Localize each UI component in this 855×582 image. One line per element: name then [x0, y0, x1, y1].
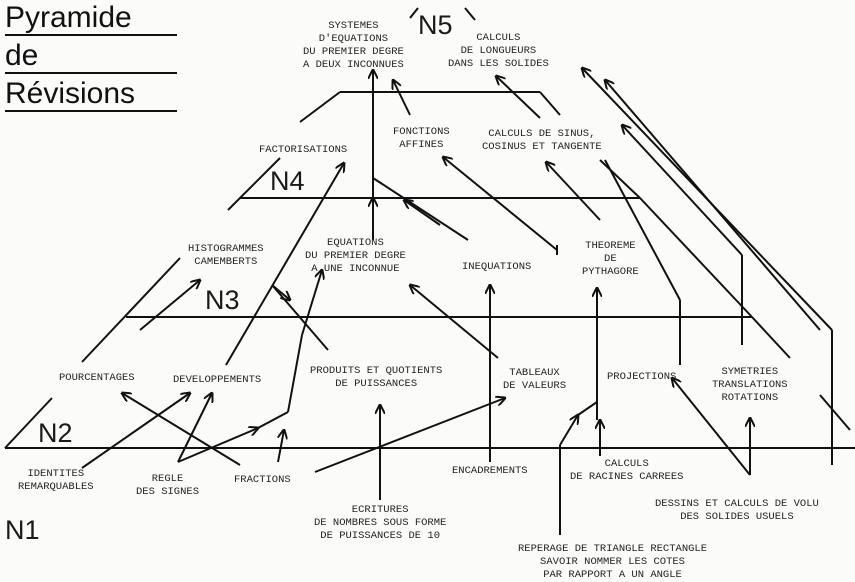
pyramid-left-edge: [81, 257, 181, 363]
connector-line: [577, 401, 598, 416]
pyramid-right-edge: [639, 197, 753, 318]
topic-regle-signes: REGLE DES SIGNES: [136, 473, 200, 498]
n5-right-tick: [464, 7, 476, 21]
topic-equations-une-inconnue: EQUATIONS DU PREMIER DEGRE A UNE INCONNU…: [305, 237, 406, 275]
pyramid-right-edge: [539, 91, 561, 116]
topic-produits-puissances: PRODUITS ET QUOTIENTS DE PUISSANCES: [310, 365, 443, 390]
connector-line: [301, 270, 322, 336]
pyramid-left-edge: [4, 397, 53, 449]
topic-developpements: DEVELOPPEMENTS: [173, 374, 262, 386]
connector-line: [81, 393, 190, 469]
level-label-n5: N5: [418, 10, 453, 40]
connector-line: [287, 334, 303, 413]
level-label-n3: N3: [205, 285, 240, 315]
connector-line: [393, 80, 411, 116]
connector-line: [546, 162, 601, 221]
pyramid-right-edge: [599, 159, 641, 199]
topic-calculs-longueurs: CALCULS DE LONGUEURS DANS LES SOLIDES: [448, 32, 549, 70]
connector-line: [277, 430, 284, 463]
connector-line: [177, 428, 258, 463]
connector-line: [404, 200, 441, 226]
topic-factorisations: FACTORISATIONS: [259, 144, 348, 156]
topic-systemes-equations: SYSTEMES D'EQUATIONS DU PREMIER DEGRE A …: [303, 20, 404, 71]
connector-line: [122, 393, 241, 466]
title-line3: Révisions: [5, 78, 177, 112]
topic-identites-remarquables: IDENTITES REMARQUABLES: [18, 468, 94, 493]
connector-line: [314, 398, 505, 473]
pyramid-left-edge: [299, 91, 341, 123]
topic-symetries: SYMETRIES TRANSLATIONS ROTATIONS: [712, 366, 788, 404]
connector-line: [225, 163, 344, 366]
connector-line: [672, 378, 751, 476]
connector-line: [177, 393, 212, 463]
topic-inequations: INEQUATIONS: [462, 261, 532, 273]
topic-projections: PROJECTIONS: [607, 371, 677, 383]
topic-ecritures-puissances: ECRITURES DE NOMBRES SOUS FORME DE PUISS…: [314, 504, 447, 542]
pyramid-left-edge: [227, 157, 281, 211]
level-label-n2: N2: [38, 418, 73, 448]
connector-line: [271, 284, 290, 300]
connector-line: [257, 411, 289, 429]
topic-encadrements: ENCADREMENTS: [452, 465, 528, 477]
connector-line: [559, 415, 578, 446]
level-label-n4: N4: [270, 166, 305, 196]
pyramid-right-edge: [751, 316, 791, 359]
connector-line: [605, 80, 821, 331]
connector-line: [139, 280, 200, 331]
level-label-n1: N1: [5, 515, 40, 545]
topic-dessins-volumes: DESSINS ET CALCULS DE VOLU DES SOLIDES U…: [655, 498, 819, 523]
connector-line: [443, 157, 558, 251]
topic-calculs-sinus: CALCULS DE SINUS, COSINUS ET TANGENTE: [482, 128, 602, 153]
connector-line: [622, 125, 743, 256]
topic-tableaux-valeurs: TABLEAUX DE VALEURS: [503, 367, 567, 392]
connector-line: [410, 285, 499, 359]
topic-reperage-triangle: REPERAGE DE TRIANGLE RECTANGLE SAVOIR NO…: [518, 543, 708, 581]
connector-line: [496, 76, 541, 119]
topic-fractions: FRACTIONS: [234, 474, 291, 486]
n5-left-tick: [409, 7, 419, 19]
connector-line: [372, 177, 469, 241]
topic-racines-carrees: CALCULS DE RACINES CARREES: [570, 458, 684, 483]
topic-pourcentages: POURCENTAGES: [59, 372, 135, 384]
topic-pythagore: THEOREME DE PYTHAGORE: [582, 240, 639, 278]
pyramid-right-edge: [819, 394, 851, 431]
topic-histogrammes: HISTOGRAMMES CAMEMBERTS: [188, 243, 264, 268]
connector-line: [604, 159, 681, 301]
title-line2: de: [5, 40, 177, 74]
title-line1: Pyramide: [5, 2, 177, 36]
topic-fonctions-affines: FONCTIONS AFFINES: [393, 126, 450, 151]
